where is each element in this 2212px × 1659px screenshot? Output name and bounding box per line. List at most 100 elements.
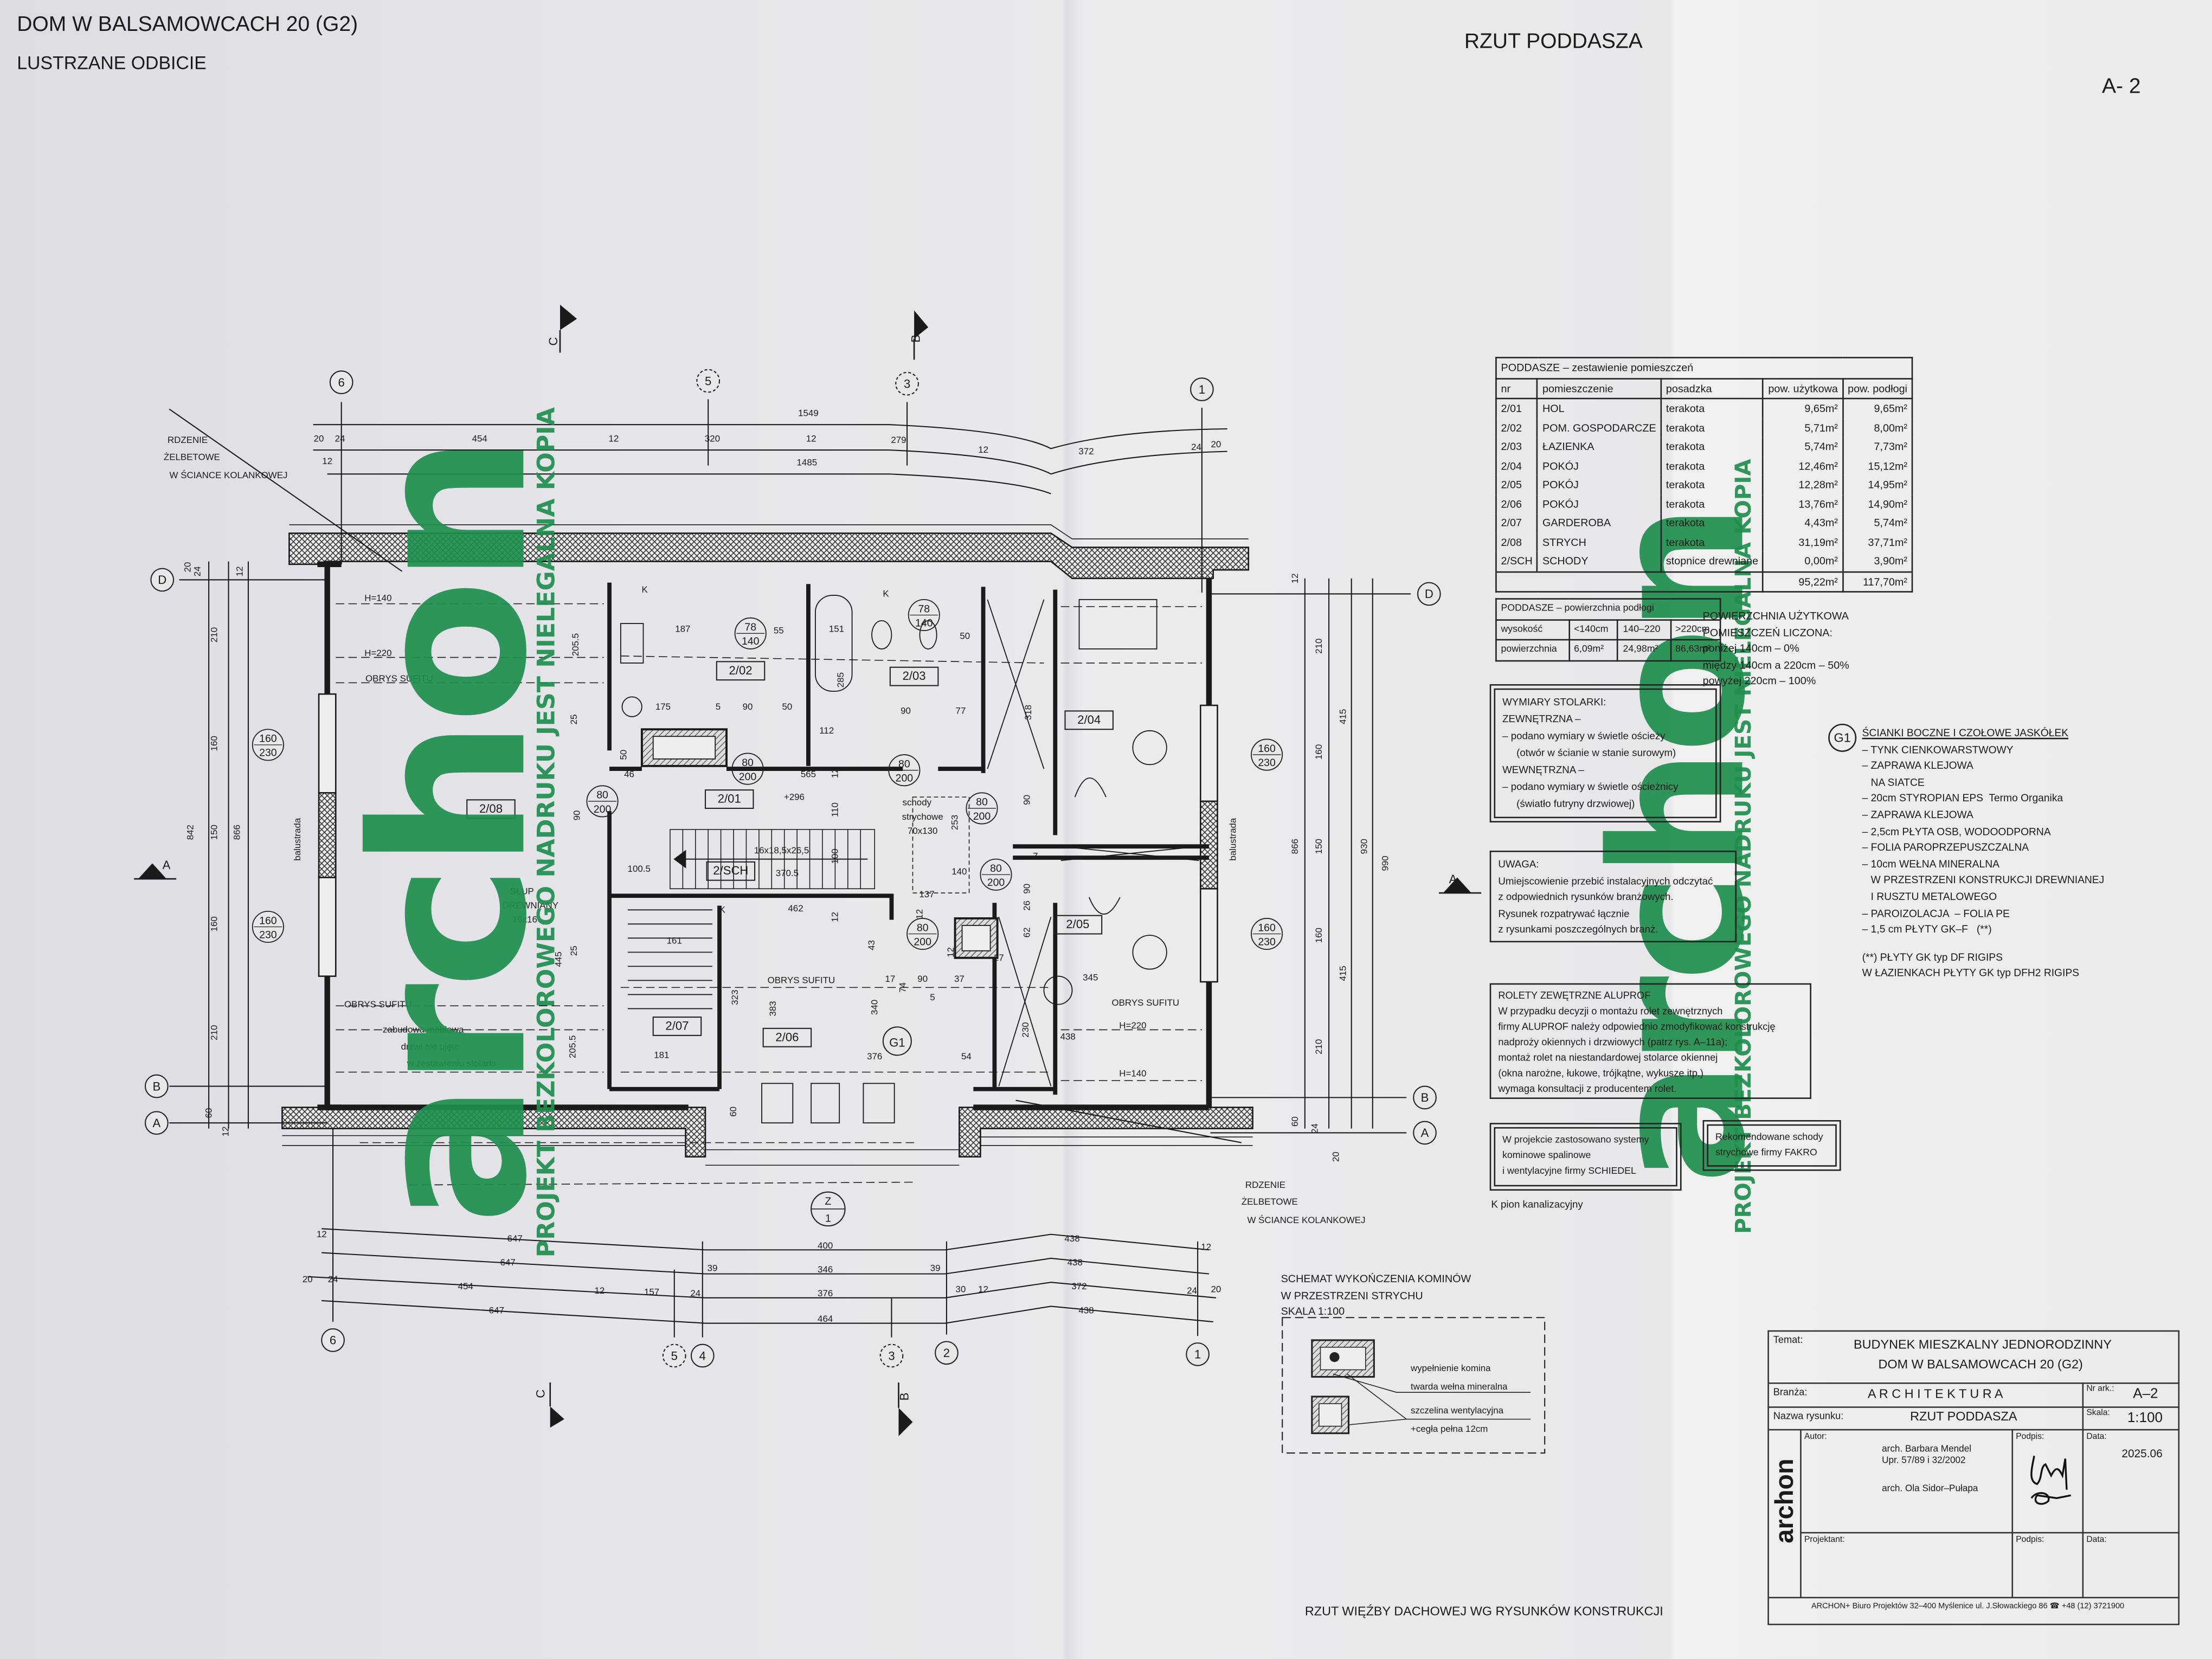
- dimension-label: 12: [322, 456, 332, 466]
- axis-label: 3: [904, 377, 910, 391]
- dimension-label: 454: [472, 433, 487, 443]
- table-cell: terakota: [1660, 398, 1764, 419]
- section-label: B: [898, 1393, 911, 1401]
- dimension-label: 7: [1033, 851, 1038, 861]
- window-height: 230: [1258, 757, 1276, 769]
- window-width: 160: [1258, 922, 1276, 934]
- axis-marker: [329, 370, 353, 394]
- table-cell: 14,95m²: [1842, 475, 1913, 495]
- dimension-label: 383: [768, 1001, 778, 1016]
- dimension-label: 27: [994, 953, 1004, 963]
- room-number: 2/04: [1077, 713, 1101, 726]
- dimension-label: 12: [830, 768, 840, 778]
- autor-label: Autor:: [1804, 1433, 1827, 1442]
- door-height: 200: [914, 936, 931, 948]
- dimension-label: 112: [819, 725, 834, 736]
- note-line: ROLETY ZEWĘTRZNE ALUPROF: [1498, 992, 1651, 1002]
- dimension-label: 24: [328, 1274, 338, 1284]
- door-marker: [980, 858, 1012, 891]
- dimension-label: 150: [209, 825, 220, 840]
- table-cell: 5,74m²: [1762, 437, 1844, 456]
- fixtures: [620, 595, 1199, 1124]
- door-marker: [888, 754, 921, 787]
- col-header: nr: [1495, 377, 1539, 400]
- eaves-bottom-left: [281, 1107, 706, 1158]
- dimension-label: 24: [1309, 1123, 1320, 1134]
- room-label-box: [1053, 915, 1103, 935]
- dimension-label: 24: [690, 1288, 700, 1298]
- table-cell: 5,71m²: [1762, 418, 1844, 438]
- door-marker: [966, 792, 998, 825]
- dimension-label: 60: [203, 1108, 214, 1118]
- dimension-label: 12: [915, 909, 925, 919]
- table-cell: POKÓJ: [1536, 456, 1662, 475]
- table-cell: 31,19m²: [1762, 532, 1844, 552]
- note-line: WEWNĘTRZNA –: [1502, 763, 1584, 776]
- dimension-label: 12: [317, 1229, 327, 1239]
- note-line: nadproży okiennych i drzwiowych (patrz r…: [1498, 1038, 1728, 1049]
- dimension-label: 5: [930, 992, 935, 1002]
- col-header: posadzka: [1660, 377, 1764, 400]
- dimension-label: 647: [500, 1257, 516, 1268]
- plan-annotation: balustrada: [292, 818, 303, 861]
- dimension-label: 16x18,5x26,5: [754, 845, 809, 856]
- rooms-table-title: PODDASZE – zestawienie pomieszczeń: [1495, 357, 1913, 379]
- dimension-label: 25: [569, 715, 579, 725]
- room-number: 2/05: [1066, 917, 1089, 931]
- dimension-label: 340: [869, 1000, 879, 1015]
- dimension-label: 376: [818, 1288, 833, 1298]
- table-cell: POM. GOSPODARCZE: [1536, 418, 1662, 438]
- project-title: DOM W BALSAMOWCACH 20 (G2): [17, 12, 358, 37]
- gable-marker-bottom: 1: [825, 1212, 831, 1224]
- dimension-label: 150: [1314, 839, 1324, 854]
- table-cell: GARDEROBA: [1536, 513, 1662, 533]
- g1-plan-marker: [882, 1026, 912, 1056]
- table-cell: terakota: [1660, 475, 1764, 495]
- staircase: [670, 829, 876, 890]
- dimension-label: 12: [1201, 1242, 1211, 1252]
- room-number: 2/SCH: [713, 864, 748, 877]
- window-height: 230: [259, 747, 277, 759]
- dimension-label: 376: [867, 1051, 882, 1062]
- autor-name: arch. Ola Sidor–Pułapa: [1882, 1484, 1978, 1494]
- plan-annotation: strychowe: [902, 812, 943, 822]
- axis-marker: [895, 371, 919, 396]
- range: >220cm: [1669, 619, 1721, 641]
- dimension-label: 160: [1314, 744, 1324, 760]
- dimension-label: 438: [1060, 1032, 1076, 1042]
- axis-label: 5: [671, 1349, 678, 1362]
- project-subtitle: LUSTRZANE ODBICIE: [17, 52, 207, 74]
- nazwa-label: Nazwa rysunku:: [1773, 1412, 1844, 1422]
- room-label-box: [706, 861, 756, 881]
- g1-plan-label: G1: [889, 1036, 905, 1050]
- dimension-label: 54: [961, 1051, 972, 1062]
- note-line: kominowe spalinowe: [1502, 1151, 1591, 1161]
- dimension-label: 866: [232, 825, 242, 840]
- dimension-label: 60: [1290, 1116, 1300, 1127]
- window-width: 160: [259, 733, 277, 745]
- door-width: 80: [976, 796, 988, 808]
- dimension-label: 12: [1290, 573, 1300, 583]
- dimension-label: 24: [1187, 1285, 1197, 1296]
- autor-name: arch. Barbara Mendel: [1882, 1444, 1972, 1455]
- dimension-label: 464: [818, 1314, 833, 1324]
- door-width: 80: [742, 757, 754, 769]
- room-label-box: [1064, 710, 1114, 730]
- dimension-label: 90: [743, 702, 753, 712]
- total-floor-area: 117,70m²: [1842, 570, 1913, 593]
- plan-annotation: ŻELBETOWE: [164, 452, 220, 462]
- room-number: 2/02: [729, 664, 753, 677]
- dimension-label: 160: [1314, 928, 1324, 943]
- plan-annotation: K: [719, 904, 726, 915]
- dimension-label: 74: [897, 982, 908, 993]
- table-cell: 4,43m²: [1762, 513, 1844, 533]
- door-marker: [586, 785, 619, 818]
- attic-stairs-hatch: [912, 796, 970, 893]
- table-cell: 2/SCH: [1495, 551, 1539, 571]
- dimension-label: 20: [182, 562, 192, 573]
- door-width: 78: [744, 621, 756, 633]
- dimension-label: 100.5: [628, 864, 651, 874]
- dimension-label: 210: [209, 627, 220, 642]
